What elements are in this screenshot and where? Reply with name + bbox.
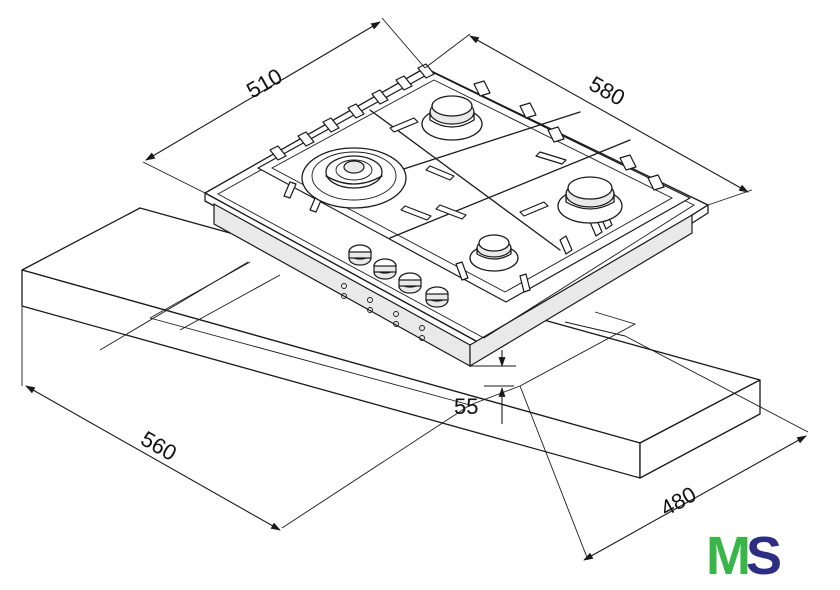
knob-2 [373,258,397,280]
logo-letter-s: S [746,526,782,586]
auxiliary-burner [469,234,519,272]
underside-fixings [341,283,425,341]
dimension-55: 55 [454,350,516,424]
knob-1 [348,244,372,266]
dimension-55-label: 55 [454,394,478,419]
dimension-480-label: 480 [656,481,700,521]
dimension-560-label: 560 [137,426,181,466]
knob-4 [425,286,449,308]
dimension-510-label: 510 [242,63,286,103]
control-knobs [348,244,449,308]
wok-burner [301,147,407,209]
knob-3 [398,272,422,294]
ms-logo: M S [706,526,782,586]
countertop-cutout [149,261,637,406]
countertop [21,207,761,479]
rear-burner [421,95,483,141]
logo-letter-m: M [706,526,751,586]
